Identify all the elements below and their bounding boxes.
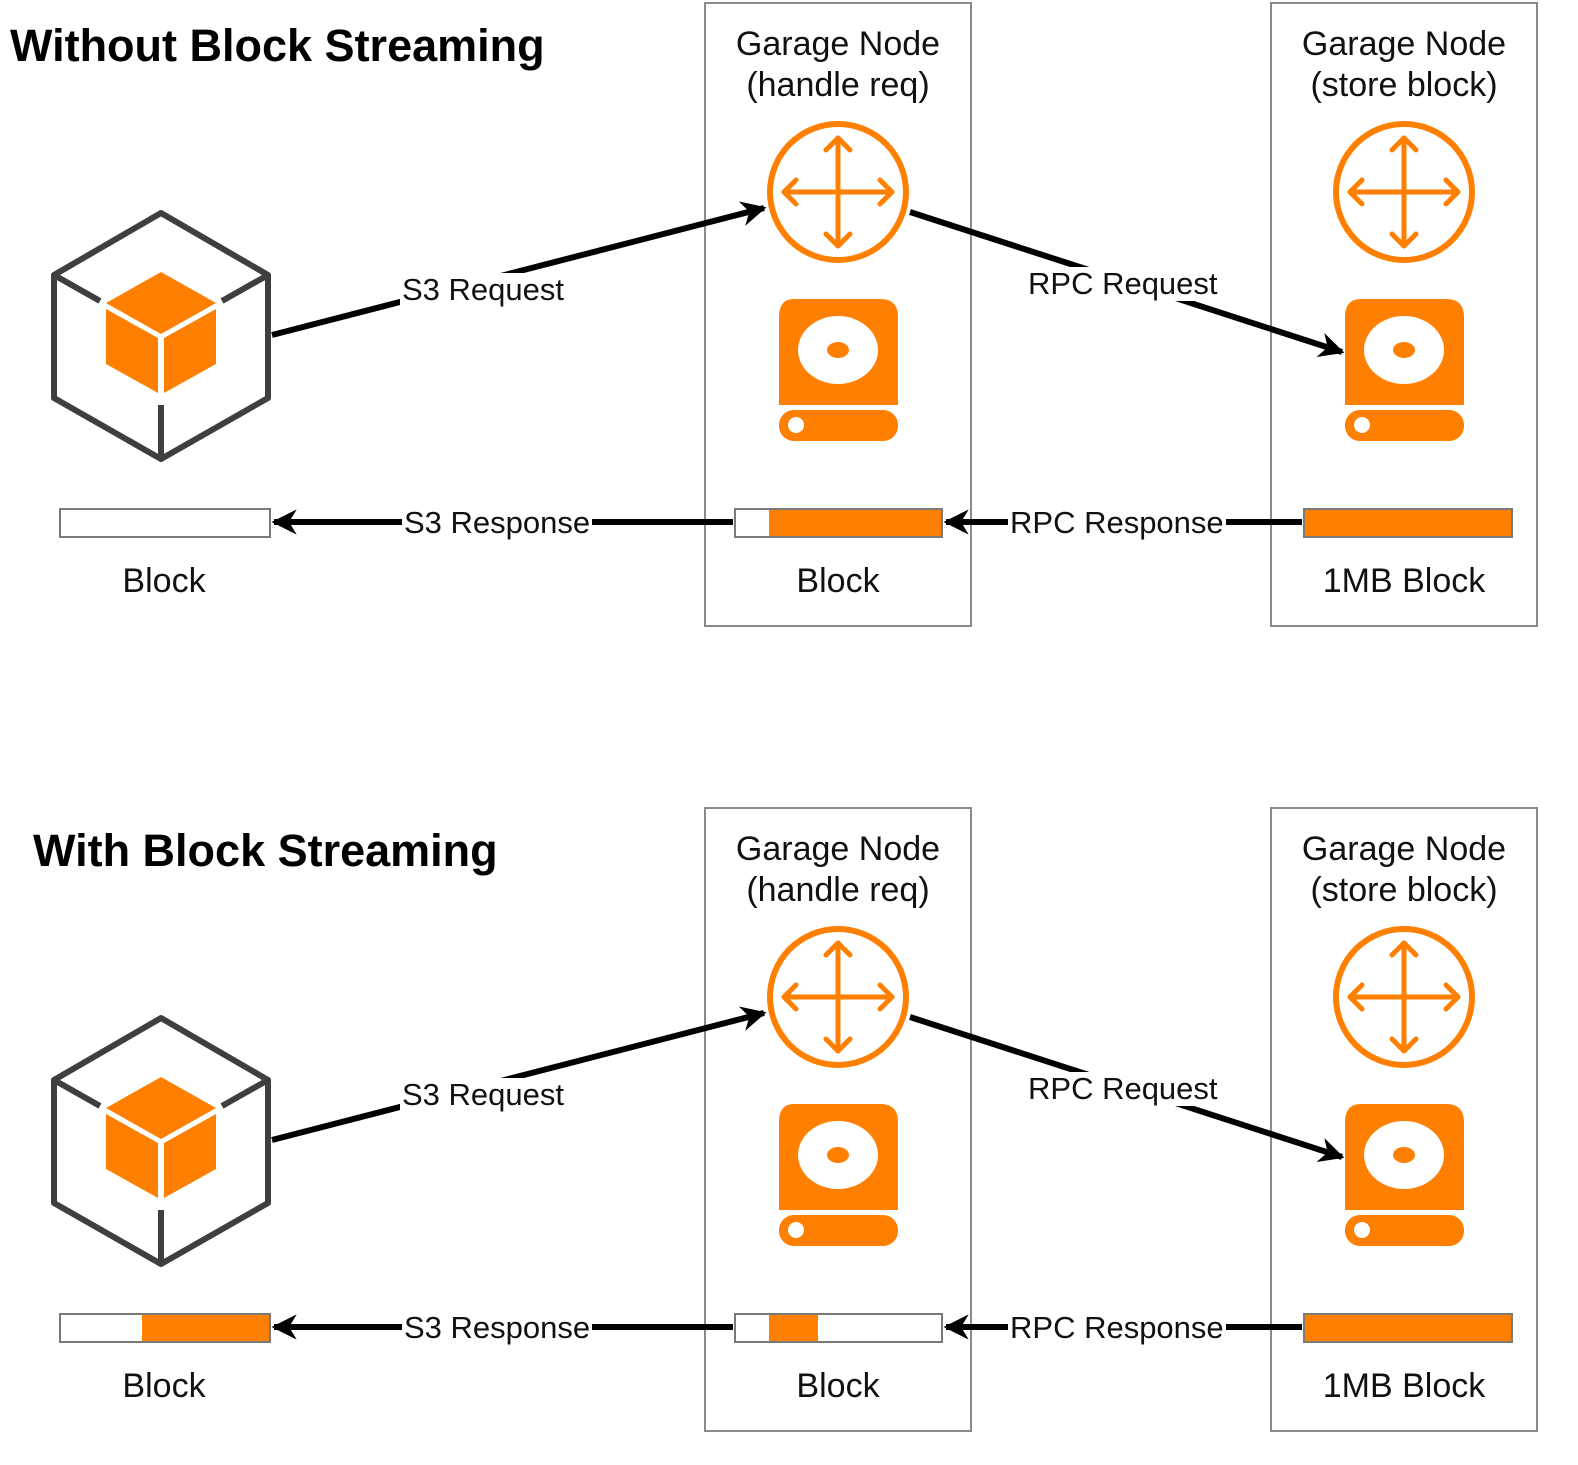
disk-drive-icon (779, 299, 898, 441)
store-block-label: 1MB Block (1322, 562, 1486, 600)
disk-drive-icon (1345, 1104, 1464, 1246)
disk-drive-icon (1345, 299, 1464, 441)
rpc-response-label: RPC Response (1008, 1310, 1226, 1345)
node-store-block: Garage Node (store block) (1270, 807, 1538, 1432)
client-block-bar (59, 1313, 271, 1343)
panel-heading: Without Block Streaming (10, 20, 545, 71)
handle-block-label: Block (796, 562, 880, 600)
handle-block-bar (734, 508, 943, 538)
block-fill (768, 510, 941, 536)
panel-with-streaming: With Block Streaming Garage Node (handle… (0, 805, 1578, 1465)
router-icon (1333, 121, 1475, 263)
node-title-line2: (handle req) (746, 66, 930, 104)
handle-block-label: Block (796, 1367, 880, 1405)
store-block-label: 1MB Block (1322, 1367, 1486, 1405)
router-icon (1333, 926, 1475, 1068)
client-cube-icon (51, 210, 271, 462)
store-block-bar (1303, 508, 1513, 538)
node-title-line2: (store block) (1310, 871, 1498, 909)
node-handle-req: Garage Node (handle req) (704, 807, 972, 1432)
s3-request-arrow (271, 201, 767, 338)
handle-block-bar (734, 1313, 943, 1343)
panel-without-streaming: Without Block Streaming Garage Node (han… (0, 0, 1578, 660)
panel-graphics (51, 121, 1475, 535)
s3-request-arrow (271, 1006, 767, 1143)
s3-request-label: S3 Request (400, 1077, 566, 1112)
rpc-request-label: RPC Request (1026, 1071, 1220, 1106)
node-handle-req: Garage Node (handle req) (704, 2, 972, 627)
node-title: Garage Node (handle req) (706, 829, 970, 911)
client-block-label: Block (122, 562, 206, 600)
panel-graphics (51, 926, 1475, 1340)
s3-response-label: S3 Response (402, 1310, 593, 1345)
disk-drive-icon (779, 1104, 898, 1246)
client-cube-icon (51, 1015, 271, 1267)
rpc-response-label: RPC Response (1008, 505, 1226, 540)
s3-response-label: S3 Response (402, 505, 593, 540)
block-fill (142, 1315, 269, 1341)
node-title-line1: Garage Node (735, 25, 941, 63)
node-title: Garage Node (handle req) (706, 24, 970, 106)
node-title-line1: Garage Node (735, 830, 941, 868)
client-block-label: Block (122, 1367, 206, 1405)
node-title: Garage Node (store block) (1272, 829, 1536, 911)
s3-request-label: S3 Request (400, 272, 566, 307)
block-fill (768, 1315, 818, 1341)
node-title-line2: (store block) (1310, 66, 1498, 104)
node-title-line1: Garage Node (1301, 830, 1507, 868)
router-icon (767, 121, 909, 263)
router-icon (767, 926, 909, 1068)
node-title-line2: (handle req) (746, 871, 930, 909)
rpc-request-label: RPC Request (1026, 266, 1220, 301)
store-block-bar (1303, 1313, 1513, 1343)
block-fill (1305, 510, 1511, 536)
client-block-bar (59, 508, 271, 538)
panel-heading: With Block Streaming (33, 825, 498, 876)
node-title-line1: Garage Node (1301, 25, 1507, 63)
node-store-block: Garage Node (store block) (1270, 2, 1538, 627)
node-title: Garage Node (store block) (1272, 24, 1536, 106)
block-fill (1305, 1315, 1511, 1341)
